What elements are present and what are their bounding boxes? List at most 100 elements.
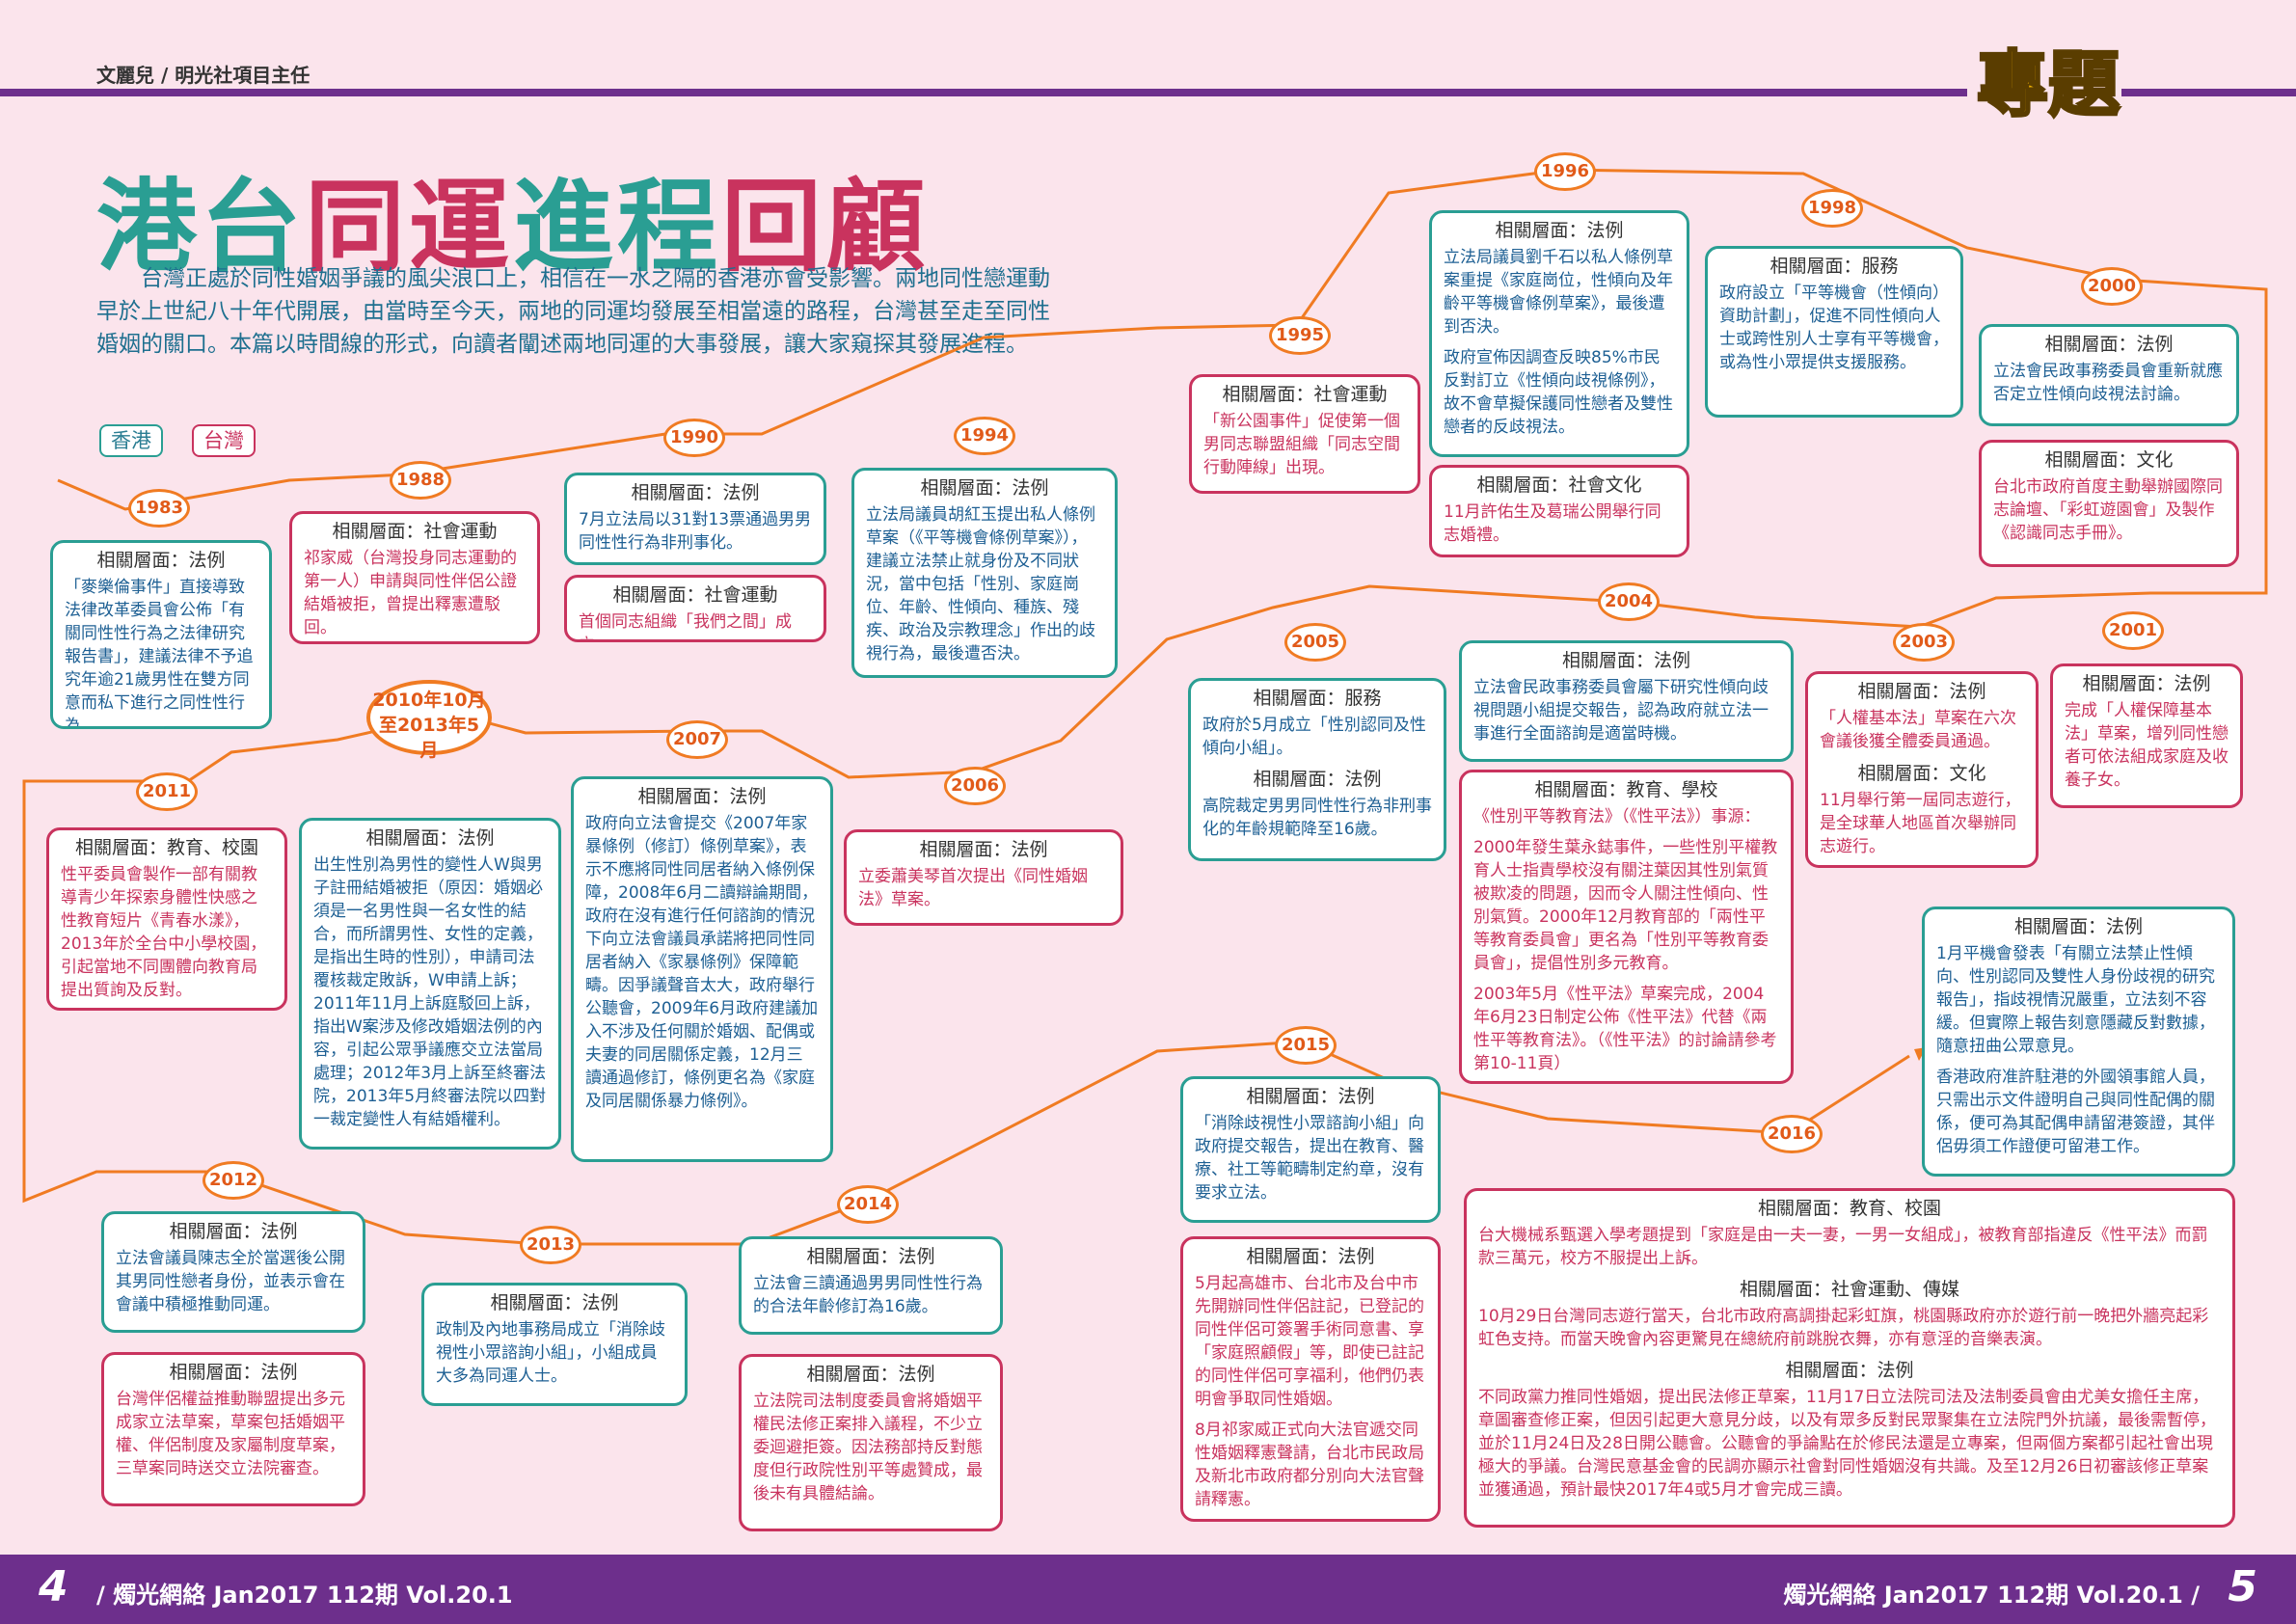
event-text: 台灣伴侶權益推動聯盟提出多元成家立法草案，草案包括婚姻平權、伴侶制度及家屬制度草…	[116, 1390, 345, 1478]
page-title: 港台同運進程回顧	[96, 145, 930, 290]
year-marker-2004: 2004	[1598, 582, 1660, 621]
event-text: 香港政府准許駐港的外國領事館人員，只需出示文件證明自己與同性配偶的關係，便可為其…	[1936, 1068, 2215, 1156]
event-heading: 相關層面：社會運動	[1222, 384, 1388, 405]
event-heading: 相關層面：法例	[2044, 334, 2174, 355]
event-heading: 相關層面：法例	[806, 1246, 935, 1267]
event-2007: 相關層面：法例 政府向立法會提交《2007年家暴條例（修訂）條例草案》，表示不應…	[571, 776, 833, 1162]
year-marker-1983: 1983	[128, 489, 190, 528]
event-text: 立法局議員劉千石以私人條例草案重提《家庭崗位，性傾向及年齡平等機會條例草案》，最…	[1444, 248, 1673, 337]
event-2012-hk: 相關層面：法例 立法會議員陳志全於當選後公開其男同性戀者身份，並表示會在會議中積…	[101, 1211, 365, 1333]
event-2016-tw: 相關層面：教育、校園 台大機械系甄選入學考題提到「家庭是由一夫一妻，一男一女組成…	[1464, 1188, 2235, 1528]
event-2003-culture: 相關層面：文化 11月舉行第一屆同志遊行，是全球華人地區首次舉辦同志遊行。	[1805, 756, 2039, 868]
year-marker-2012: 2012	[203, 1161, 264, 1200]
event-heading: 相關層面：法例	[1253, 769, 1382, 790]
event-heading: 相關層面：法例	[169, 1221, 298, 1242]
intro-paragraph: 台灣正處於同性婚姻爭議的風尖浪口上，相信在一水之隔的香港亦會受影響。兩地同性戀運…	[96, 266, 1050, 357]
section-tag: 專題	[1976, 42, 2121, 128]
event-heading: 相關層面：文化	[2044, 449, 2174, 471]
event-1994: 相關層面：法例 立法局議員胡紅玉提出私人條例草案（《平等機會條例草案》），建議立…	[851, 468, 1118, 678]
event-text: 7月立法局以31對13票通過男男同性性行為非刑事化。	[579, 510, 812, 553]
event-1996-hk: 相關層面：法例 立法局議員劉千石以私人條例草案重提《家庭崗位，性傾向及年齡平等機…	[1429, 210, 1689, 457]
footer-issue-right: 燭光網絡 Jan2017 112期 Vol.20.1 /	[1783, 1582, 2200, 1609]
event-text: 2003年5月《性平法》草案完成，2004年6月23日制定公佈《性平法》代替《兩…	[1473, 985, 1777, 1073]
event-heading: 相關層面：服務	[1253, 688, 1382, 709]
event-2014-hk: 相關層面：法例 立法會三讀通過男男同性性行為的合法年齡修訂為16歲。	[739, 1236, 1003, 1335]
byline: 文麗兒 / 明光社項目主任	[96, 64, 311, 87]
event-text: 祁家威（台灣投身同志運動的第一人）申請與同性伴侶公證結婚被拒，曾提出釋憲遭駁回。	[304, 549, 517, 637]
event-text: 「新公園事件」促使第一個男同志聯盟組織「同志空間行動陣線」出現。	[1203, 412, 1400, 477]
event-1995: 相關層面：社會運動 「新公園事件」促使第一個男同志聯盟組織「同志空間行動陣線」出…	[1189, 374, 1420, 494]
event-text: 8月祁家威正式向大法官遞交同性婚姻釋憲聲請，台北市民政局及新北市政府都分別向大法…	[1195, 1421, 1424, 1509]
event-heading: 相關層面：法例	[1785, 1360, 1914, 1381]
event-text: 「人權基本法」草案在六次會議後獲全體委員通過。	[1820, 709, 2016, 751]
event-heading: 相關層面：法例	[920, 477, 1049, 499]
event-1990-hk: 相關層面：法例 7月立法局以31對13票通過男男同性性行為非刑事化。	[564, 473, 826, 565]
event-heading: 相關層面：法例	[2082, 673, 2211, 694]
legend-hongkong: 香港	[99, 424, 163, 457]
event-heading: 相關層面：法例	[96, 550, 226, 571]
event-heading: 相關層面：社會文化	[1476, 474, 1642, 496]
event-heading: 相關層面：社會運動	[612, 584, 778, 606]
event-2012-tw: 相關層面：法例 台灣伴侶權益推動聯盟提出多元成家立法草案，草案包括婚姻平權、伴侶…	[101, 1352, 365, 1506]
title-part-4: 回顧	[721, 167, 931, 285]
event-text: 台大機械系甄選入學考題提到「家庭是由一夫一妻，一男一女組成」，被教育部指違反《性…	[1478, 1226, 2208, 1268]
event-2000-tw: 相關層面：文化 台北市政府首度主動舉辦國際同志論壇、「彩虹遊園會」及製作《認識同…	[1979, 440, 2239, 567]
event-text: 政府於5月成立「性別認同及性傾向小組」。	[1202, 716, 1426, 758]
year-marker-2000: 2000	[2081, 267, 2143, 306]
page-number-right: 5	[2228, 1562, 2257, 1611]
event-heading: 相關層面：法例	[806, 1364, 935, 1385]
event-text: 立法院司法制度委員會將婚姻平權民法修正案排入議程，不少立委迴避拒簽。因法務部持反…	[753, 1392, 983, 1503]
year-marker-1988: 1988	[390, 461, 451, 500]
footer-issue-left: / 燭光網絡 Jan2017 112期 Vol.20.1	[96, 1582, 513, 1609]
event-text: 政制及內地事務局成立「消除歧視性小眾諮詢小組」，小組成員大多為同運人士。	[436, 1320, 665, 1386]
event-text: 立法局議員胡紅玉提出私人條例草案（《平等機會條例草案》），建議立法禁止就身份及不…	[866, 505, 1095, 663]
event-heading: 相關層面：教育、校園	[74, 837, 258, 858]
event-2016-hk: 相關層面：法例 1月平機會發表「有關立法禁止性傾向、性別認同及雙性人身份歧視的研…	[1922, 907, 2235, 1177]
event-text: 立法會議員陳志全於當選後公開其男同性戀者身份，並表示會在會議中積極推動同運。	[116, 1249, 345, 1314]
event-text: 《性別平等教育法》（《性平法》）事源：	[1473, 807, 1761, 826]
event-heading: 相關層面：服務	[1769, 256, 1899, 277]
event-2015-tw: 相關層面：法例 5月起高雄市、台北市及台中市先開辦同性伴侶註記，已登記的同性伴侶…	[1180, 1236, 1441, 1522]
year-marker-1994: 1994	[954, 417, 1015, 455]
event-text: 立法會三讀通過男男同性性行為的合法年齡修訂為16歲。	[753, 1274, 983, 1316]
year-marker-2011: 2011	[136, 772, 198, 811]
event-text: 性平委員會製作一部有關教導青少年探索身體性快感之性教育短片《青春水漾》，2013…	[61, 865, 267, 1000]
event-1983: 相關層面：法例 「麥樂倫事件」直接導致法律改革委員會公佈「有關同性性行為之法律研…	[50, 540, 272, 729]
event-1990-tw: 相關層面：社會運動 首個同志組織「我們之間」成立。	[564, 575, 826, 642]
event-heading: 相關層面：法例	[1495, 220, 1624, 241]
event-text: 2000年發生葉永鋕事件，一些性別平權教育人士指責學校沒有關注葉因其性別氣質被欺…	[1473, 838, 1778, 973]
event-text: 10月29日台灣同志遊行當天，台北市政府高調掛起彩虹旗，桃園縣政府亦於遊行前一晚…	[1478, 1307, 2209, 1349]
year-marker-2013: 2013	[520, 1226, 581, 1264]
event-text: 首個同志組織「我們之間」成立。	[579, 612, 792, 639]
event-text: 11月許佑生及葛瑞公開舉行同志婚禮。	[1444, 502, 1661, 545]
event-text: 立法會民政事務委員會屬下研究性傾向歧視問題小組提交報告，認為政府就立法一事進行全…	[1473, 678, 1769, 744]
event-1996-tw: 相關層面：社會文化 11月許佑生及葛瑞公開舉行同志婚禮。	[1429, 465, 1689, 557]
event-heading: 相關層面：社會運動	[332, 521, 498, 542]
event-text: 高院裁定男男同性性行為非刑事化的年齡規範降至16歲。	[1202, 797, 1432, 839]
event-text: 「消除歧視性小眾諮詢小組」向政府提交報告，提出在教育、醫療、社工等範疇制定約章，…	[1195, 1114, 1424, 1203]
year-marker-2016: 2016	[1761, 1115, 1823, 1153]
year-marker-1990: 1990	[663, 419, 725, 457]
event-1998: 相關層面：服務 政府設立「平等機會（性傾向）資助計劃」，促進不同性傾向人士或跨性…	[1705, 246, 1963, 418]
event-heading: 相關層面：法例	[490, 1292, 619, 1313]
event-text: 立委蕭美琴首次提出《同性婚姻法》草案。	[858, 867, 1088, 909]
event-heading: 相關層面：法例	[1246, 1246, 1375, 1267]
year-marker-2010-2013: 2010年10月至2013年5月	[366, 680, 492, 761]
year-marker-2003: 2003	[1893, 623, 1955, 662]
event-2013: 相關層面：法例 政制及內地事務局成立「消除歧視性小眾諮詢小組」，小組成員大多為同…	[421, 1283, 688, 1406]
event-text: 1月平機會發表「有關立法禁止性傾向、性別認同及雙性人身份歧視的研究報告」，指歧視…	[1936, 944, 2215, 1056]
event-2004-hk: 相關層面：法例 立法會民政事務委員會屬下研究性傾向歧視問題小組提交報告，認為政府…	[1459, 640, 1794, 762]
year-marker-2001: 2001	[2102, 611, 2164, 650]
event-2003-law: 相關層面：法例 「人權基本法」草案在六次會議後獲全體委員通過。	[1805, 671, 2039, 770]
event-text: 11月舉行第一屆同志遊行，是全球華人地區首次舉辦同志遊行。	[1820, 791, 2021, 856]
event-text: 「麥樂倫事件」直接導致法律改革委員會公佈「有關同性性行為之法律研究報告書」，建議…	[65, 578, 254, 729]
event-2001: 相關層面：法例 完成「人權保障基本法」草案，增列同性戀者可依法組成家庭及收養子女…	[2050, 663, 2243, 808]
event-heading: 相關層面：法例	[637, 786, 767, 807]
event-heading: 相關層面：法例	[919, 839, 1048, 860]
event-heading: 相關層面：法例	[1246, 1086, 1375, 1107]
event-text: 政府向立法會提交《2007年家暴條例（修訂）條例草案》，表示不應將同性同居者納入…	[585, 814, 819, 1111]
event-2000-hk: 相關層面：法例 立法會民政事務委員會重新就應否定立性傾向歧視法討論。	[1979, 324, 2239, 426]
year-marker-1995: 1995	[1269, 316, 1331, 355]
year-marker-2005: 2005	[1284, 623, 1346, 662]
footer-band: 4 / 燭光網絡 Jan2017 112期 Vol.20.1 燭光網絡 Jan2…	[0, 1555, 2296, 1624]
